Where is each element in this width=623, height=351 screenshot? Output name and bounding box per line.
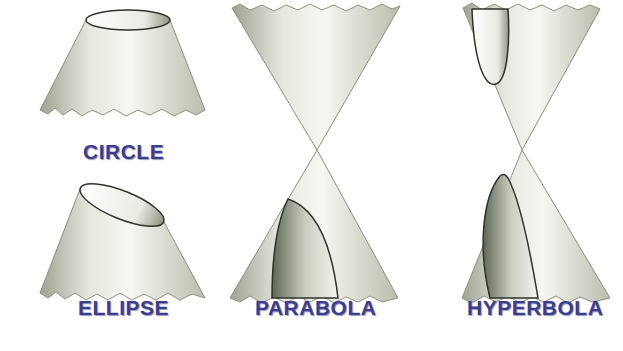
shape-label: HYPERBOLA xyxy=(467,296,603,320)
shape-label: ELLIPSE xyxy=(78,296,169,320)
parabola-cone xyxy=(230,4,400,303)
circle-cone xyxy=(40,10,205,116)
shape-label: CIRCLE xyxy=(83,140,164,164)
ellipse-cone xyxy=(40,175,205,300)
shape-label: PARABOLA xyxy=(255,296,376,320)
hyperbola-cone xyxy=(462,3,610,303)
